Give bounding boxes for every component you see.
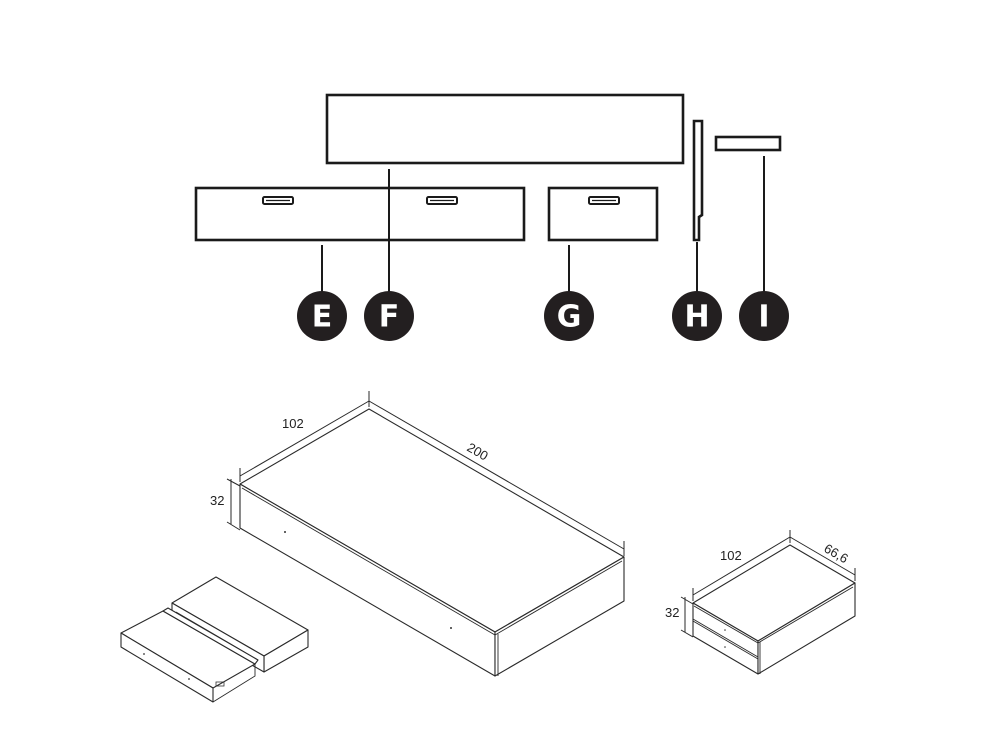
badge-h: H: [672, 291, 722, 341]
badge-i: I: [739, 291, 789, 341]
dimension-label: 32: [665, 605, 679, 620]
dimension-width: 102: [239, 391, 370, 482]
part-i-profile: [714, 135, 782, 152]
badge-label: H: [684, 300, 709, 335]
handle-icon: [426, 196, 458, 205]
dimension-label: 102: [720, 548, 742, 563]
badge-f: F: [364, 291, 414, 341]
badge-label: F: [379, 300, 400, 335]
leader-lines: [321, 156, 765, 294]
dimension-label: 66,6: [822, 541, 851, 567]
dimension-label: 200: [465, 440, 491, 464]
small-box-isometric: 102 66,6 32: [665, 530, 856, 675]
part-f-panel: [325, 93, 685, 165]
badge-label: G: [557, 300, 582, 335]
handle-icon: [262, 196, 294, 205]
badge-e: E: [297, 291, 347, 341]
dimension-width: 102: [692, 530, 791, 601]
dimension-height: 32: [210, 478, 241, 531]
badge-label: I: [758, 300, 769, 335]
dimension-height: 32: [665, 596, 694, 638]
part-e-drawer-front: [194, 186, 526, 242]
exploded-drawer-view: [120, 576, 309, 703]
dimension-label: 102: [282, 416, 304, 431]
dimension-label: 32: [210, 493, 224, 508]
large-box-isometric: 102 200 32: [210, 391, 625, 677]
part-h-side-profile: [692, 119, 704, 242]
badge-label: E: [312, 300, 333, 335]
badge-g: G: [544, 291, 594, 341]
handle-icon: [588, 196, 620, 205]
part-g-drawer-front: [547, 186, 659, 242]
